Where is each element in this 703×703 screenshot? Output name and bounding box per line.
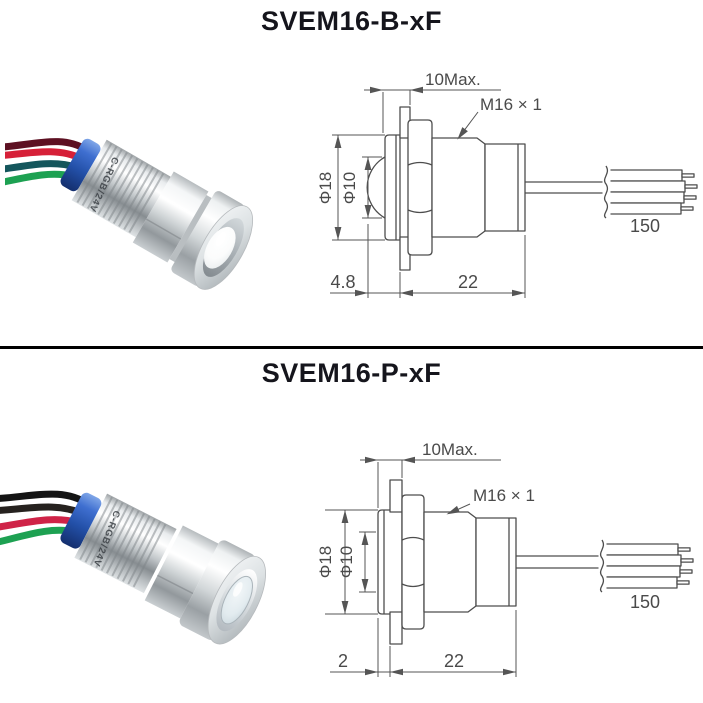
front-flange bbox=[384, 134, 401, 241]
svg-text:22: 22 bbox=[458, 272, 478, 292]
svg-text:Φ18: Φ18 bbox=[318, 172, 335, 204]
hex-nut bbox=[144, 525, 219, 619]
svg-text:22: 22 bbox=[444, 651, 464, 671]
dim-outer-diameter: Φ18 bbox=[318, 134, 385, 241]
rear-housing-profile bbox=[484, 143, 526, 232]
dim-wire-length: 150 bbox=[630, 592, 660, 612]
section-divider bbox=[0, 346, 703, 349]
dim-panel-thickness: 10Max. bbox=[360, 440, 501, 508]
svg-text:Φ18: Φ18 bbox=[318, 546, 335, 578]
threaded-body-profile bbox=[431, 137, 486, 238]
product-photo-domed: C-RGB/24V bbox=[5, 138, 254, 290]
technical-drawing-flat: 10Max. M16 × 1 Φ18 Φ10 bbox=[318, 440, 694, 677]
svg-text:2: 2 bbox=[338, 651, 348, 671]
cable bbox=[516, 555, 603, 569]
threaded-body-profile bbox=[423, 511, 477, 613]
flat-lens bbox=[220, 575, 253, 625]
dome-lens bbox=[204, 226, 236, 269]
product-title-b: SVEM16-B-xF bbox=[260, 6, 443, 36]
wire-bundle bbox=[598, 539, 694, 593]
svg-text:10Max.: 10Max. bbox=[422, 440, 478, 459]
cable-break-symbol bbox=[603, 165, 609, 219]
dim-bottom-lengths: 2 22 bbox=[330, 610, 517, 677]
neck bbox=[169, 194, 214, 264]
lens-highlight bbox=[233, 582, 243, 597]
wire-bundle bbox=[602, 165, 698, 219]
svg-text:M16 × 1: M16 × 1 bbox=[473, 486, 535, 505]
product-photo-flat: C-RGB/24V bbox=[0, 490, 266, 645]
label-thread-spec: M16 × 1 bbox=[446, 486, 535, 515]
dim-bottom-lengths: 4.8 22 bbox=[330, 224, 526, 298]
svg-text:4.8: 4.8 bbox=[330, 272, 355, 292]
svg-text:10Max.: 10Max. bbox=[425, 70, 481, 89]
dim-panel-thickness: 10Max. bbox=[364, 70, 501, 133]
cable bbox=[525, 181, 607, 194]
hex-nut-profile bbox=[401, 494, 425, 630]
svg-text:Φ10: Φ10 bbox=[340, 172, 359, 204]
technical-drawing-domed: 10Max. M16 × 1 Φ18 Φ10 bbox=[318, 70, 698, 298]
label-thread-spec: M16 × 1 bbox=[457, 95, 542, 140]
hex-nut bbox=[132, 171, 209, 263]
svg-text:Φ10: Φ10 bbox=[337, 546, 356, 578]
hex-nut-profile bbox=[407, 119, 433, 256]
dome-lens-profile bbox=[366, 156, 386, 219]
dim-lens-diameter: Φ10 bbox=[337, 531, 376, 593]
threaded-barrel: C-RGB/24V bbox=[74, 493, 177, 594]
front-flange bbox=[377, 509, 403, 615]
svg-text:M16 × 1: M16 × 1 bbox=[480, 95, 542, 114]
dim-outer-diameter: Φ18 bbox=[318, 509, 378, 615]
lead-wires bbox=[5, 138, 91, 191]
cable-break-symbol bbox=[599, 539, 605, 593]
lens-highlight bbox=[215, 231, 226, 247]
blue-seal-ring bbox=[60, 492, 102, 549]
dim-wire-length: 150 bbox=[630, 216, 660, 236]
mounting-panel bbox=[389, 479, 403, 645]
blue-seal-ring bbox=[60, 138, 101, 192]
dim-lens-diameter: Φ10 bbox=[340, 156, 382, 219]
product-title-p: SVEM16-P-xF bbox=[261, 358, 442, 388]
rear-housing-profile bbox=[475, 517, 517, 607]
